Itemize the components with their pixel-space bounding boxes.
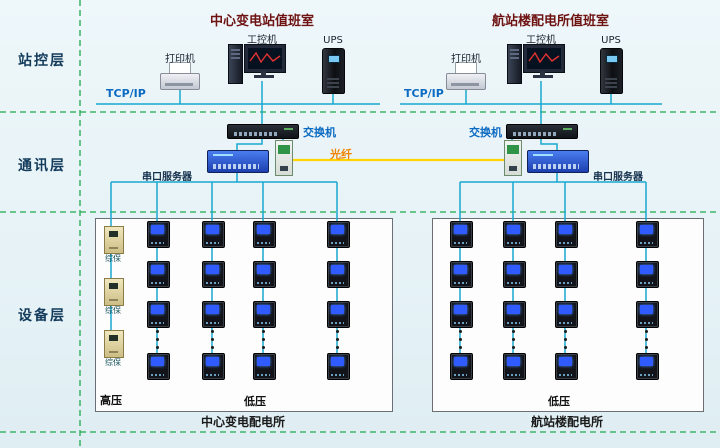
left-workstation-icon	[228, 44, 286, 84]
ellipsis-dots	[335, 330, 339, 349]
power-meter	[636, 353, 659, 380]
power-meter	[202, 261, 225, 288]
right-tcpip-label: TCP/IP	[404, 87, 444, 100]
power-meter	[503, 261, 526, 288]
right-panel-lv-label: 低压	[548, 395, 570, 408]
power-meter	[202, 221, 225, 248]
left-serial-server-icon	[207, 150, 269, 173]
power-meter	[327, 261, 350, 288]
ellipsis-dots	[261, 330, 265, 349]
power-meter	[503, 353, 526, 380]
ellipsis-dots	[458, 330, 462, 349]
right-switch-icon	[506, 124, 578, 139]
power-meter	[450, 353, 473, 380]
power-meter	[636, 221, 659, 248]
ellipsis-dots	[511, 330, 515, 349]
layer-label-communication: 通讯层	[18, 158, 66, 174]
layer-label-device: 设备层	[18, 308, 66, 324]
ellipsis-dots	[644, 330, 648, 349]
power-meter	[253, 261, 276, 288]
ellipsis-dots	[155, 330, 159, 349]
power-meter	[636, 261, 659, 288]
power-meter	[202, 353, 225, 380]
power-meter	[450, 301, 473, 328]
left-serial-server-label: 串口服务器	[142, 172, 192, 183]
power-meter	[253, 301, 276, 328]
protection-relay	[104, 226, 124, 254]
relay-label: 综保	[105, 254, 121, 263]
right-serial-server-label: 串口服务器	[593, 172, 643, 183]
power-meter	[636, 301, 659, 328]
left-panel-lv-label: 低压	[244, 395, 266, 408]
power-meter	[450, 261, 473, 288]
power-meter	[555, 301, 578, 328]
power-meter	[147, 261, 170, 288]
left-switch-icon	[227, 124, 299, 139]
power-meter	[327, 221, 350, 248]
power-meter	[253, 221, 276, 248]
power-meter	[253, 353, 276, 380]
left-media-converter-icon	[275, 140, 293, 176]
left-tcpip-label: TCP/IP	[106, 87, 146, 100]
right-printer-label: 打印机	[451, 54, 481, 65]
layer-label-station: 站控层	[18, 53, 66, 69]
right-switch-label: 交换机	[469, 126, 502, 139]
power-meter	[202, 301, 225, 328]
left-room-title: 中心变电站值班室	[209, 14, 314, 29]
power-meter	[147, 301, 170, 328]
right-ups-icon	[600, 48, 623, 94]
power-meter	[147, 353, 170, 380]
right-ups-label: UPS	[601, 35, 621, 46]
power-meter	[555, 261, 578, 288]
power-meter	[555, 353, 578, 380]
left-printer-label: 打印机	[165, 54, 195, 65]
right-workstation-icon	[507, 44, 565, 84]
power-meter	[503, 221, 526, 248]
left-ups-label: UPS	[323, 35, 343, 46]
power-meter	[503, 301, 526, 328]
protection-relay	[104, 330, 124, 358]
right-media-converter-icon	[504, 140, 522, 176]
relay-label: 综保	[105, 358, 121, 367]
ellipsis-dots	[210, 330, 214, 349]
ellipsis-dots	[563, 330, 567, 349]
right-room-title: 航站楼配电所值班室	[491, 14, 609, 29]
power-meter	[555, 221, 578, 248]
relay-label: 综保	[105, 306, 121, 315]
power-meter	[327, 301, 350, 328]
protection-relay	[104, 278, 124, 306]
fiber-label: 光纤	[330, 148, 352, 161]
left-ups-icon	[322, 48, 345, 94]
power-meter	[147, 221, 170, 248]
left-ipc-label: 工控机	[247, 35, 277, 46]
right-panel-caption: 航站楼配电所	[530, 415, 603, 429]
right-serial-server-icon	[527, 150, 589, 173]
left-switch-label: 交换机	[303, 126, 336, 139]
right-ipc-label: 工控机	[526, 35, 556, 46]
power-meter	[327, 353, 350, 380]
right-printer-icon	[446, 62, 486, 90]
left-printer-icon	[160, 62, 200, 90]
power-meter	[450, 221, 473, 248]
left-panel-hv-label: 高压	[100, 394, 122, 407]
left-panel-caption: 中心变电配电所	[200, 415, 285, 429]
